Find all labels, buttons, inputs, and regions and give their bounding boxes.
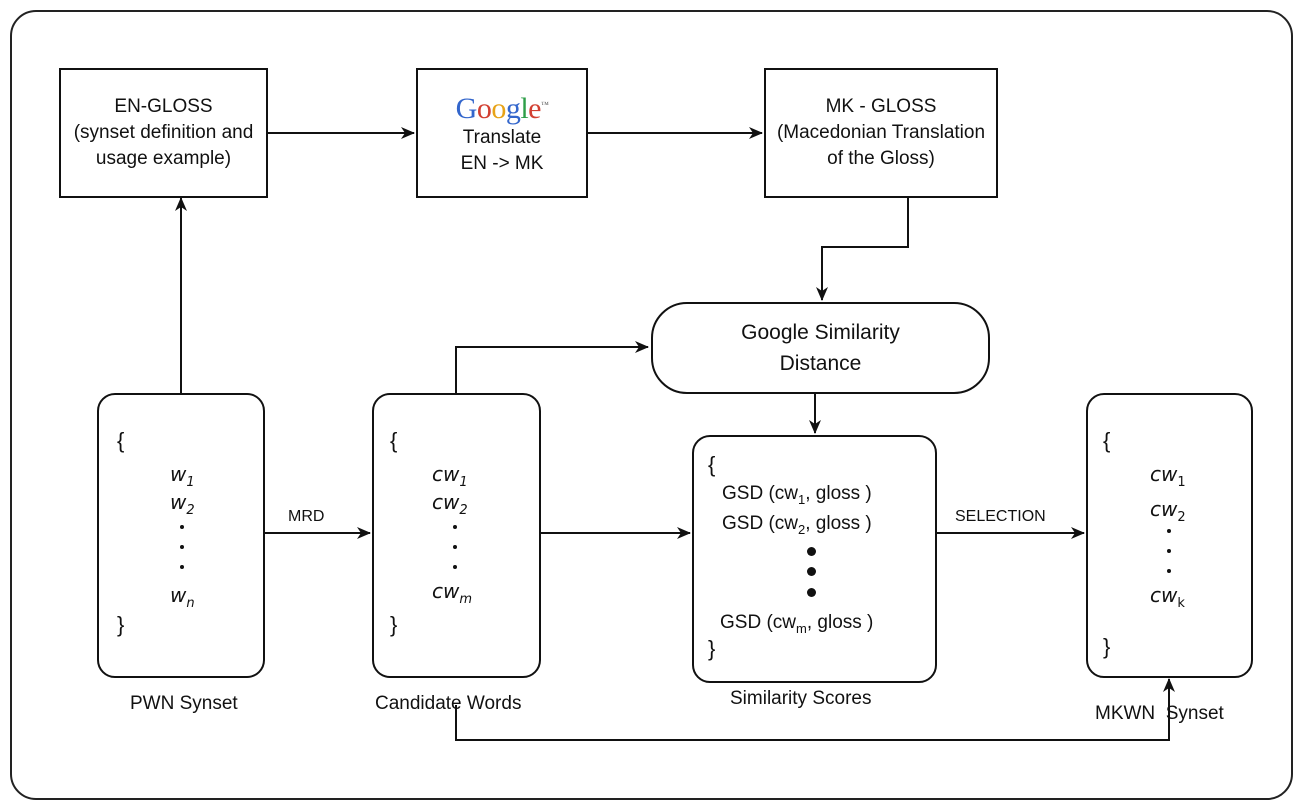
- candidate-ellipsis-dot: [453, 545, 457, 549]
- mkwn-word-k: cwk: [1150, 583, 1185, 611]
- google-logo-letter: G: [455, 92, 478, 125]
- translate-label: Translate: [462, 127, 542, 148]
- pwn-open-brace: {: [117, 428, 125, 453]
- google-logo-letter: o: [476, 92, 492, 125]
- mkwn-ellipsis-dot: [1167, 529, 1171, 533]
- selection-label: SELECTION: [955, 508, 1046, 525]
- candidate-words-caption: Candidate Words: [375, 693, 522, 714]
- gsd-line2: Distance: [779, 352, 862, 375]
- google-translate-box: Google™ Translate EN -> MK: [416, 68, 588, 198]
- google-logo-letter: l: [520, 92, 529, 125]
- pwn-ellipsis-dot: [180, 545, 184, 549]
- google-logo-letter: e: [528, 92, 541, 125]
- score-row-1: GSD (cw1, gloss ): [722, 483, 872, 507]
- pwn-synset-caption: PWN Synset: [130, 693, 238, 714]
- candidate-word-2: cw2: [432, 490, 468, 518]
- google-similarity-distance-box: Google Similarity Distance: [651, 302, 990, 394]
- en-gloss-line3: usage example): [95, 148, 232, 169]
- mk-gloss-title: MK - GLOSS: [825, 96, 937, 117]
- mk-gloss-line3: of the Gloss): [827, 148, 935, 169]
- google-logo-letters: Google: [455, 92, 542, 125]
- mkwn-synset-caption: MKWN Synset: [1095, 703, 1224, 724]
- mk-gloss-line2: (Macedonian Translation: [776, 122, 986, 143]
- pwn-word-n: wn: [170, 583, 195, 611]
- mkwn-close-brace: }: [1103, 634, 1111, 659]
- candidate-word-1: cw1: [432, 462, 468, 490]
- mkwn-word-2: cw2: [1150, 497, 1186, 525]
- candidate-open-brace: {: [390, 428, 398, 453]
- google-logo-letter: o: [491, 92, 506, 125]
- arrow-candidates-to-mkwn: [455, 678, 1175, 741]
- en-gloss-line2: (synset definition and: [73, 122, 254, 143]
- google-logo-letter: g: [505, 92, 521, 125]
- mkwn-open-brace: {: [1103, 428, 1111, 453]
- candidate-close-brace: }: [390, 612, 398, 637]
- mkwn-synset-box: [1086, 393, 1253, 678]
- scores-open-brace: {: [708, 452, 716, 477]
- scores-close-brace: }: [708, 636, 716, 661]
- pwn-word-1: w1: [170, 462, 195, 490]
- scores-ellipsis-dot: [807, 588, 816, 597]
- scores-ellipsis-dot: [807, 547, 816, 556]
- google-logo: Google™: [456, 89, 549, 125]
- pwn-synset-box: [97, 393, 265, 678]
- candidate-ellipsis-dot: [453, 525, 457, 529]
- similarity-scores-caption: Similarity Scores: [730, 688, 872, 709]
- mkwn-ellipsis-dot: [1167, 569, 1171, 573]
- candidate-ellipsis-dot: [453, 565, 457, 569]
- candidate-word-m: cwm: [432, 579, 473, 607]
- trademark-mark: ™: [541, 100, 549, 109]
- score-row-2: GSD (cw2, gloss ): [722, 513, 872, 537]
- en-gloss-box: EN-GLOSS (synset definition and usage ex…: [59, 68, 268, 198]
- similarity-scores-box: [692, 435, 937, 683]
- pwn-close-brace: }: [117, 612, 125, 637]
- candidate-words-box: [372, 393, 541, 678]
- en-gloss-title: EN-GLOSS: [114, 96, 213, 117]
- pwn-ellipsis-dot: [180, 525, 184, 529]
- scores-ellipsis-dot: [807, 567, 816, 576]
- mk-gloss-box: MK - GLOSS (Macedonian Translation of th…: [764, 68, 998, 198]
- mrd-label: MRD: [288, 508, 325, 525]
- mkwn-word-1: cw1: [1150, 462, 1186, 490]
- arrow-mk-gloss-to-gsd: [816, 198, 909, 301]
- pwn-word-2: w2: [170, 490, 195, 518]
- gsd-line1: Google Similarity: [741, 321, 900, 344]
- translate-direction: EN -> MK: [460, 153, 544, 174]
- arrow-candidates-to-gsd: [455, 341, 649, 393]
- pwn-ellipsis-dot: [180, 565, 184, 569]
- mkwn-ellipsis-dot: [1167, 549, 1171, 553]
- score-row-m: GSD (cwm, gloss ): [720, 612, 874, 636]
